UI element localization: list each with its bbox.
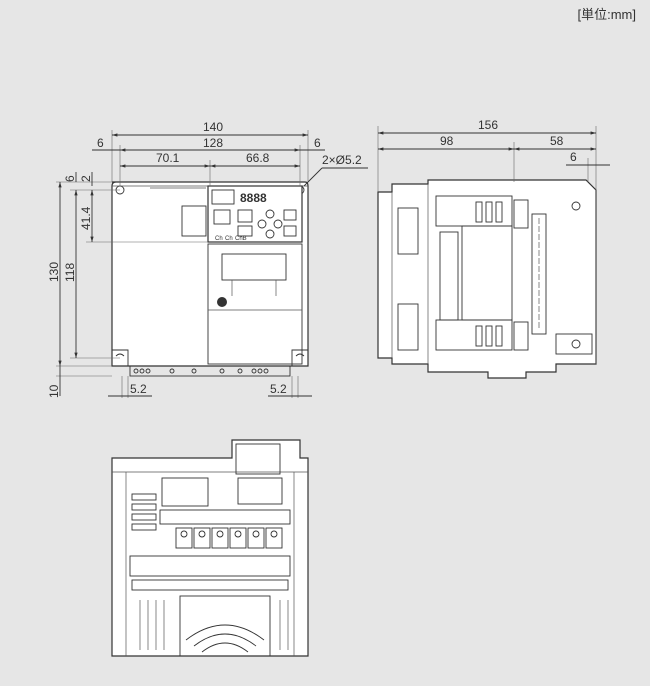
dim-top-2: 2 bbox=[79, 175, 93, 182]
panel-label-3: ChB bbox=[235, 236, 247, 242]
front-view: 8888 Ch Ch ChB bbox=[111, 181, 309, 377]
dim-slot-left: 5.2 bbox=[130, 382, 147, 396]
dim-height-total: 130 bbox=[47, 262, 61, 282]
display-digits: 8888 bbox=[240, 191, 267, 205]
front-dimensions: 140 128 6 6 70.1 66.8 2×Ø5.2 130 118 41.… bbox=[47, 120, 368, 398]
dim-width-holes: 128 bbox=[203, 136, 223, 150]
dim-depth-body: 98 bbox=[440, 134, 454, 148]
dim-top-1: 6 bbox=[63, 175, 77, 182]
panel-label-1: Ch bbox=[215, 236, 223, 242]
dim-depth-offset: 6 bbox=[570, 150, 577, 164]
dim-panel-height: 41.4 bbox=[79, 206, 93, 230]
dim-margin-right: 6 bbox=[314, 136, 321, 150]
dim-depth-total: 156 bbox=[478, 118, 498, 132]
dim-margin-left: 6 bbox=[97, 136, 104, 150]
bottom-view bbox=[111, 439, 309, 657]
side-dimensions: 156 98 58 6 bbox=[377, 118, 610, 192]
dim-slot-right: 5.2 bbox=[270, 382, 287, 396]
dim-left-offset: 70.1 bbox=[156, 151, 180, 165]
side-view bbox=[377, 179, 597, 379]
dim-height-holes: 118 bbox=[63, 263, 77, 282]
dim-holes: 2×Ø5.2 bbox=[322, 153, 362, 167]
dim-bottom: 10 bbox=[47, 384, 61, 398]
unit-label: [単位:mm] bbox=[577, 7, 637, 22]
dim-right-offset: 66.8 bbox=[246, 151, 270, 165]
dim-width-total: 140 bbox=[203, 120, 223, 134]
dim-depth-front: 58 bbox=[550, 134, 564, 148]
panel-label-2: Ch bbox=[225, 236, 233, 242]
